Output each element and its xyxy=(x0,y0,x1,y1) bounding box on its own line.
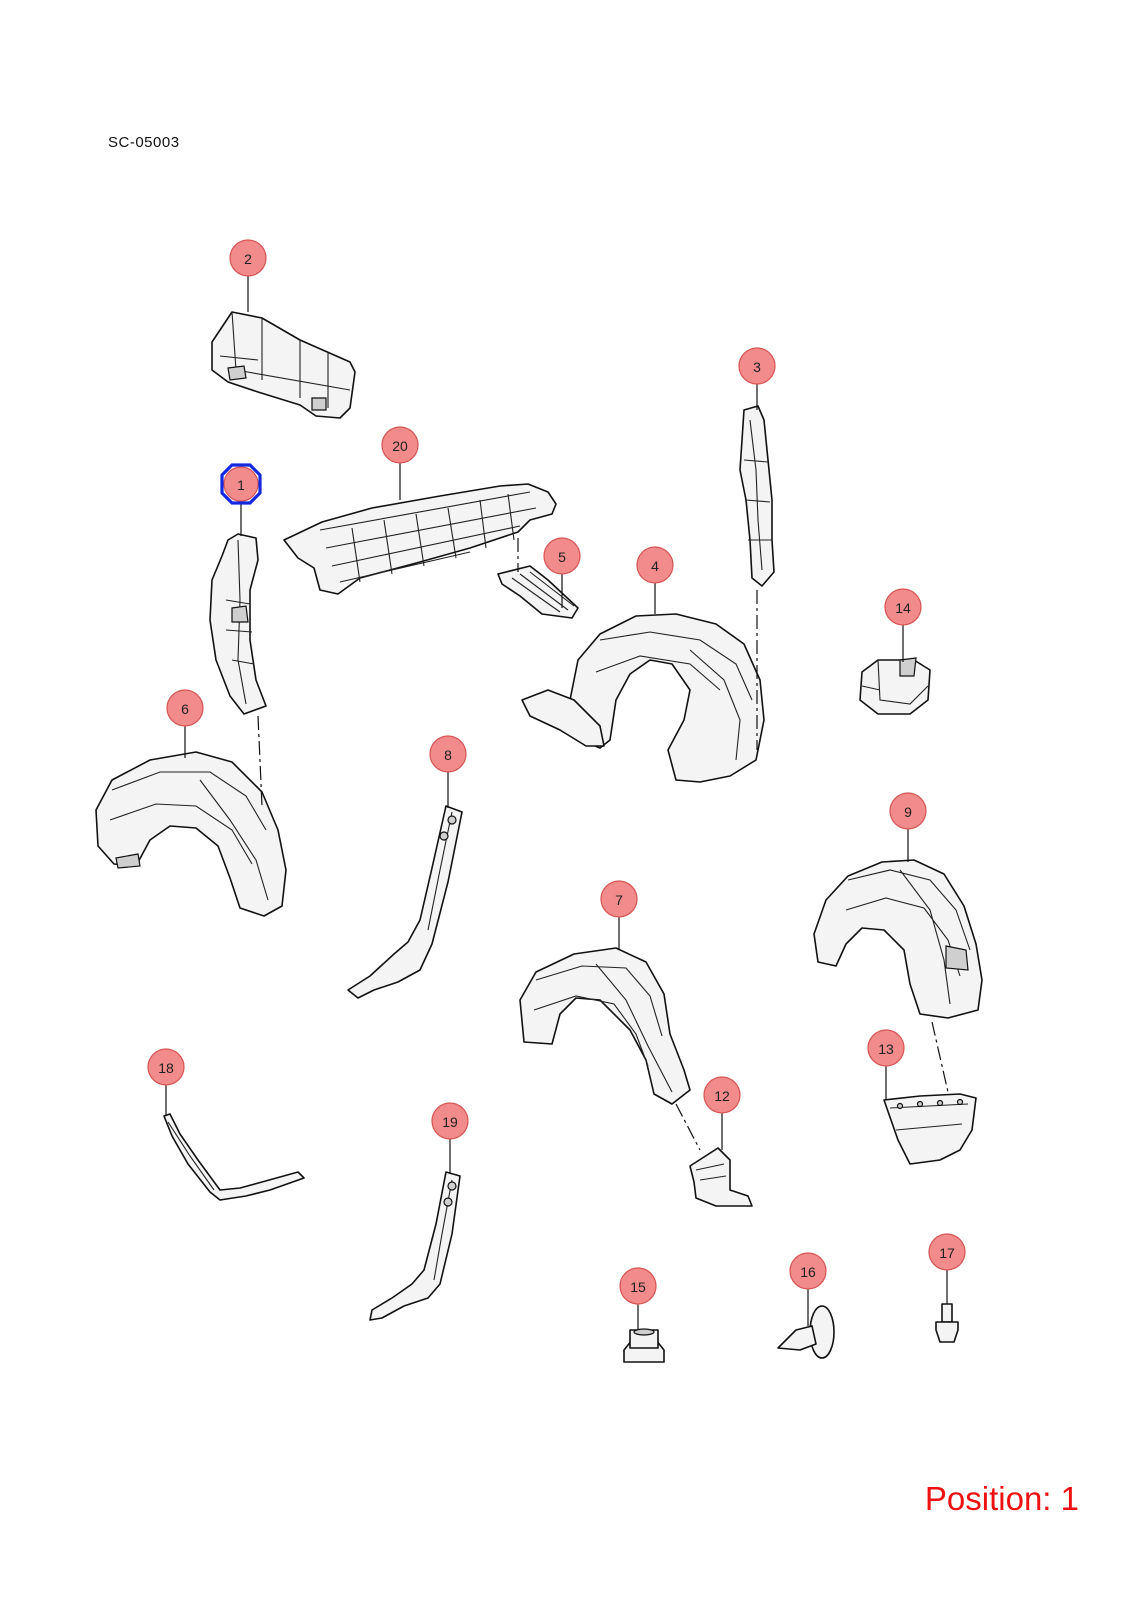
callout-label: 19 xyxy=(442,1114,458,1130)
callout-label: 15 xyxy=(630,1279,646,1295)
callout-label: 6 xyxy=(181,701,189,717)
selection-ring xyxy=(220,463,262,505)
part-14-bracket[interactable] xyxy=(859,657,931,715)
callout-5[interactable]: 5 xyxy=(543,537,581,575)
callout-label: 1 xyxy=(237,477,245,493)
callout-8[interactable]: 8 xyxy=(429,735,467,773)
part-16-push-pin[interactable] xyxy=(777,1305,835,1359)
leader-lines xyxy=(165,274,949,1330)
part-17-bolt[interactable] xyxy=(935,1303,959,1343)
callout-20[interactable]: 20 xyxy=(381,426,419,464)
part-6-wheel-liner[interactable] xyxy=(95,751,287,917)
callout-17[interactable]: 17 xyxy=(928,1233,966,1271)
part-2-shield[interactable] xyxy=(211,311,356,419)
diagram-code: SC-05003 xyxy=(108,134,180,151)
part-5-plate[interactable] xyxy=(497,565,579,619)
callout-label: 9 xyxy=(904,804,912,820)
part-15-grommet[interactable] xyxy=(623,1328,665,1363)
part-18-strap[interactable] xyxy=(163,1113,305,1201)
callout-label: 4 xyxy=(651,558,659,574)
part-8-strap[interactable] xyxy=(347,805,463,999)
callout-16[interactable]: 16 xyxy=(789,1252,827,1290)
callout-label: 17 xyxy=(939,1245,955,1261)
callout-4[interactable]: 4 xyxy=(636,546,674,584)
callout-label: 16 xyxy=(800,1264,816,1280)
callout-12[interactable]: 12 xyxy=(703,1076,741,1114)
callout-13[interactable]: 13 xyxy=(867,1029,905,1067)
callouts: 2 3 20 1 5 4 14 6 xyxy=(147,239,966,1305)
callout-label: 2 xyxy=(244,251,252,267)
callout-7[interactable]: 7 xyxy=(600,880,638,918)
callout-18[interactable]: 18 xyxy=(147,1048,185,1086)
part-12-bracket[interactable] xyxy=(689,1147,753,1207)
part-19-strap[interactable] xyxy=(369,1171,461,1321)
callout-19[interactable]: 19 xyxy=(431,1102,469,1140)
part-1-panel[interactable] xyxy=(209,533,267,715)
part-3-bracket[interactable] xyxy=(739,405,775,587)
callout-9[interactable]: 9 xyxy=(889,792,927,830)
callout-label: 12 xyxy=(714,1088,730,1104)
position-label: Position: 1 xyxy=(924,1480,1079,1517)
callout-label: 5 xyxy=(558,549,566,565)
callout-label: 7 xyxy=(615,892,623,908)
callout-2[interactable]: 2 xyxy=(229,239,267,277)
callout-label: 8 xyxy=(444,747,452,763)
callout-1[interactable]: 1 xyxy=(220,463,262,505)
callout-label: 3 xyxy=(753,359,761,375)
callout-label: 20 xyxy=(392,438,408,454)
part-7-wheel-liner[interactable] xyxy=(519,947,691,1105)
part-13-splash-shield[interactable] xyxy=(883,1093,977,1165)
callout-15[interactable]: 15 xyxy=(619,1267,657,1305)
part-4-wheel-liner[interactable] xyxy=(521,613,765,783)
part-9-wheel-liner[interactable] xyxy=(813,859,983,1019)
callout-6[interactable]: 6 xyxy=(166,689,204,727)
callout-14[interactable]: 14 xyxy=(884,588,922,626)
callout-label: 13 xyxy=(878,1041,894,1057)
callout-label: 14 xyxy=(895,600,911,616)
part-20-belly-pan[interactable] xyxy=(283,483,557,595)
callout-3[interactable]: 3 xyxy=(738,347,776,385)
callout-label: 18 xyxy=(158,1060,174,1076)
